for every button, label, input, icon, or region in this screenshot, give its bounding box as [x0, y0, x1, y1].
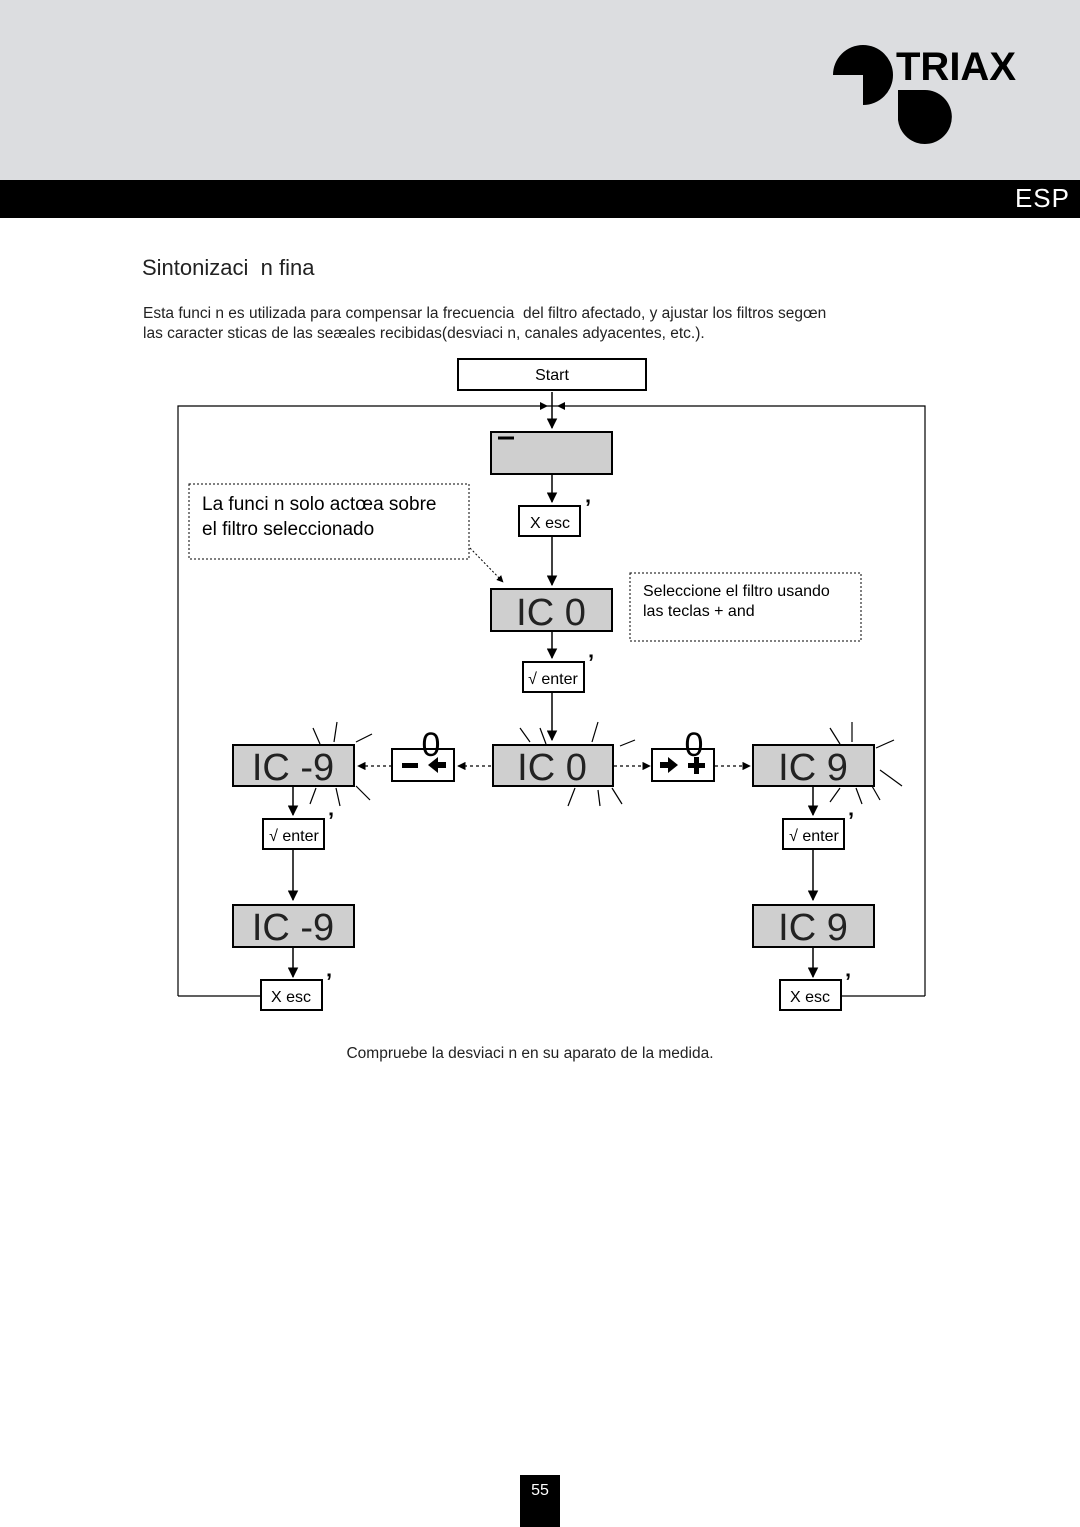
esc-key-left: X esc — [260, 979, 323, 1011]
svg-text:IC -9: IC -9 — [252, 747, 334, 789]
caption: Compruebe la desviaci n en su aparato de… — [346, 1045, 714, 1062]
svg-text:0: 0 — [685, 726, 704, 764]
svg-text:IC 0: IC 0 — [517, 747, 587, 789]
brand-text: TRIAX — [896, 45, 1016, 89]
intro-line-1: Esta funci n es utilizada para compensar… — [143, 305, 827, 322]
enter-key-left: √ enter — [262, 818, 325, 850]
minus-key: 0 — [391, 726, 455, 782]
svg-text:IC -9: IC -9 — [252, 907, 334, 949]
section-title: Sintonizaci n fina — [142, 255, 315, 280]
page-number: 55 — [520, 1475, 560, 1527]
esc-key-right: X esc — [779, 979, 842, 1011]
flowchart: Start X esc ’ La funci n solo actœa sobr… — [177, 358, 926, 1011]
plus-key: 0 — [651, 726, 715, 782]
note-right: Seleccione el filtro usando las teclas +… — [629, 572, 862, 642]
svg-text:IC 0: IC 0 — [516, 592, 586, 634]
svg-text:X esc: X esc — [271, 989, 311, 1006]
note-left: La funci n solo actœa sobre el filtro se… — [188, 483, 470, 560]
language-bar: ESP — [0, 180, 1080, 218]
svg-text:IC 9: IC 9 — [778, 907, 848, 949]
display-ic-0-select: IC 0 — [490, 588, 613, 634]
triax-logo: TRIAX — [833, 45, 1016, 144]
start-label: Start — [535, 367, 569, 384]
svg-text:0: 0 — [422, 726, 441, 764]
start-box: Start — [457, 358, 647, 391]
intro-paragraph: Esta funci n es utilizada para compensar… — [143, 304, 923, 344]
enter-key-right: √ enter — [782, 818, 845, 850]
svg-text:IC 9: IC 9 — [778, 747, 848, 789]
tick-mark-1: ’ — [585, 495, 591, 520]
svg-text:√ enter: √ enter — [789, 828, 839, 845]
display-ic-minus-9: IC -9 — [232, 904, 355, 949]
tick-mark-6: ’ — [845, 969, 851, 994]
note-right-line-2: las teclas + and — [643, 603, 755, 620]
tick-mark-3: ’ — [328, 808, 334, 833]
display-ic-9-flashing: IC 9 — [752, 722, 903, 805]
display-ic-minus-9-flashing: IC -9 — [232, 721, 373, 807]
note-left-line-1: La funci n solo actœa sobre — [202, 494, 436, 515]
esc-key-top: X esc — [518, 505, 581, 537]
tick-mark-4: ’ — [326, 969, 332, 994]
intro-line-2: las caracter sticas de las seæales recib… — [143, 325, 705, 342]
note-right-line-1: Seleccione el filtro usando — [643, 583, 830, 600]
display-blank — [490, 431, 613, 475]
tick-mark-5: ’ — [848, 808, 854, 833]
svg-text:X esc: X esc — [790, 989, 830, 1006]
enter-key-center: √ enter — [522, 661, 585, 693]
svg-text:X esc: X esc — [530, 515, 570, 532]
display-ic-9: IC 9 — [752, 904, 875, 949]
tick-mark-2: ’ — [588, 650, 594, 675]
note-left-line-2: el filtro seleccionado — [202, 519, 374, 540]
svg-text:√ enter: √ enter — [528, 671, 578, 688]
svg-text:√ enter: √ enter — [269, 828, 319, 845]
language-label: ESP — [1014, 183, 1070, 213]
display-ic-0-flashing: IC 0 — [492, 721, 636, 807]
